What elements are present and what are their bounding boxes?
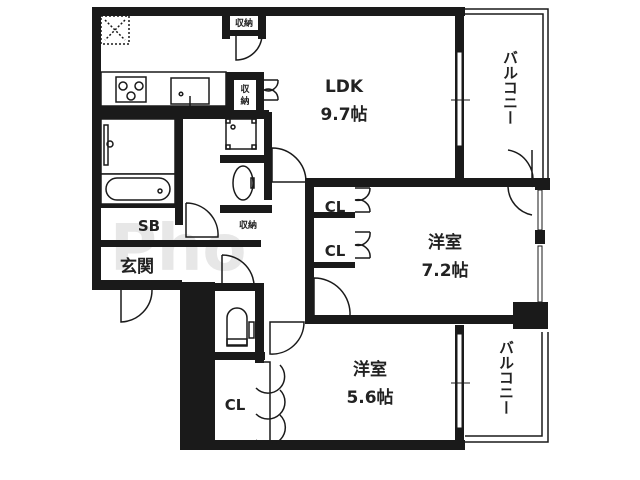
room1-name: 洋室 <box>428 232 462 253</box>
door-bath <box>185 202 219 238</box>
room1-size: 7.2帖 <box>421 260 468 281</box>
closet-label-1b: CL <box>325 242 346 260</box>
shoe-box-label: SB <box>138 217 160 235</box>
ventilation-icon <box>100 15 130 45</box>
door-balcony-upper <box>507 149 534 188</box>
windows <box>451 51 543 429</box>
stove-icon <box>115 76 147 103</box>
balcony-lower-label: バルコニー <box>497 340 515 415</box>
closet-label-1a: CL <box>325 198 346 216</box>
sink-icon <box>170 77 210 106</box>
door-cl-1a <box>354 187 371 213</box>
door-room1 <box>313 277 351 317</box>
door-entrance <box>120 289 153 323</box>
door-balcony-swing <box>507 186 533 216</box>
door-storage-top <box>235 35 263 61</box>
door-ldk <box>271 147 307 183</box>
wash-basin-icon <box>232 165 255 201</box>
storage-label-kitchen-2: 納 <box>240 95 249 107</box>
closet-label-2: CL <box>225 396 246 414</box>
washroom <box>225 118 257 201</box>
storage-label-kitchen-1: 収 <box>240 83 250 95</box>
door-hall <box>221 254 255 291</box>
ldk-size: 9.7帖 <box>320 104 367 125</box>
balcony-lower-outline <box>465 332 549 443</box>
labels: LDK 9.7帖 洋室 7.2帖 洋室 5.6帖 玄関 SB CL CL CL … <box>120 17 519 415</box>
entrance-label: 玄関 <box>120 256 154 277</box>
room2-size: 5.6帖 <box>346 387 393 408</box>
washing-machine-icon <box>225 118 257 150</box>
bathtub-icon <box>100 173 176 205</box>
doors[interactable] <box>120 35 534 446</box>
kitchen <box>100 15 227 107</box>
door-cl-2 <box>255 361 287 446</box>
door-cl-1b <box>354 231 371 259</box>
door-room2 <box>269 321 305 355</box>
room2-name: 洋室 <box>353 359 387 380</box>
storage-label-top: 収納 <box>235 17 253 29</box>
balcony-upper-outline <box>462 8 549 185</box>
door-storage-kitchen <box>263 79 279 101</box>
bathroom <box>100 118 176 205</box>
ldk-name: LDK <box>325 77 364 97</box>
toilet-icon <box>226 307 255 347</box>
storage-label-hall: 収納 <box>239 219 257 231</box>
balcony-upper-label: バルコニー <box>501 50 519 125</box>
